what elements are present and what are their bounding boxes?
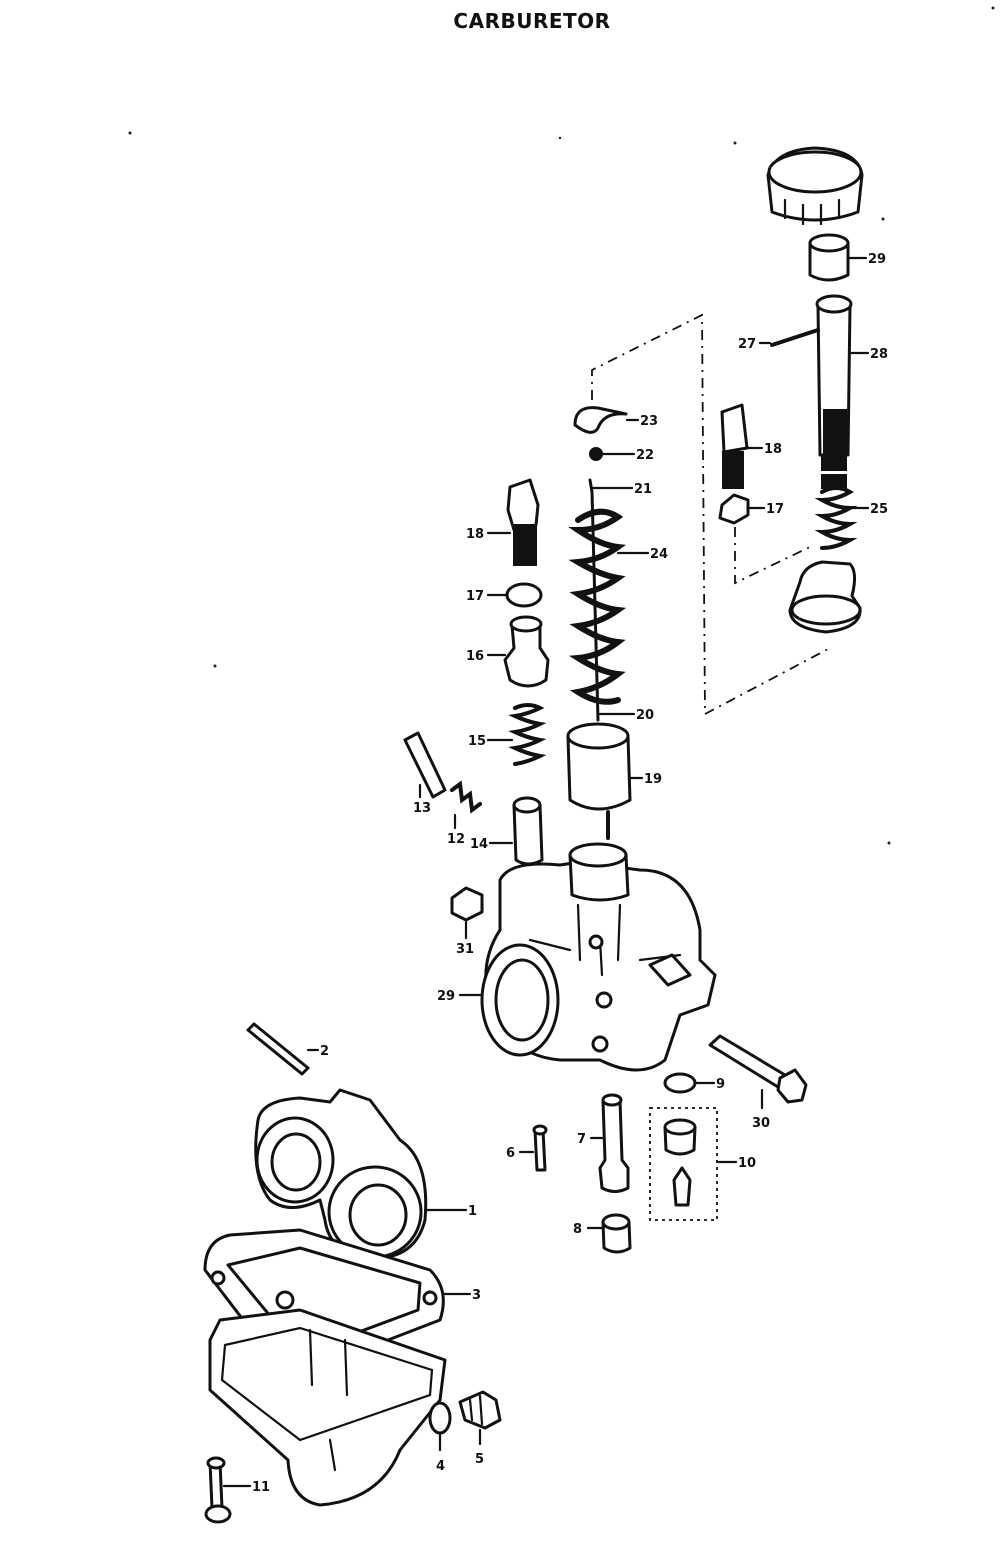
callout-22: 22	[636, 448, 654, 463]
float	[254, 1088, 428, 1260]
callout-17l: 17	[466, 589, 484, 604]
starter-valve	[512, 796, 544, 866]
mixing-chamber-top-cap	[766, 146, 864, 226]
callout-31: 31	[456, 942, 474, 957]
callout-25: 25	[870, 502, 888, 517]
pilot-jet	[532, 1124, 548, 1172]
callout-10: 10	[738, 1156, 756, 1171]
callout-16: 16	[466, 649, 484, 664]
callout-1: 1	[468, 1204, 477, 1219]
callout-7: 7	[577, 1132, 586, 1147]
idle-screw-spring	[508, 703, 547, 766]
callout-21: 21	[634, 482, 652, 497]
jet-needle	[588, 478, 600, 722]
starter-plunger	[815, 294, 853, 489]
pilot-screw	[708, 1034, 808, 1104]
callout-15: 15	[468, 734, 486, 749]
callout-4: 4	[436, 1459, 445, 1474]
lock-nut-right	[718, 493, 750, 525]
callout-23: 23	[640, 414, 658, 429]
throttle-spring	[568, 508, 627, 705]
plunger-cap	[788, 560, 862, 634]
callout-11: 11	[252, 1480, 270, 1495]
callout-9: 9	[716, 1077, 725, 1092]
callout-12: 12	[447, 832, 465, 847]
callout-28: 28	[870, 347, 888, 362]
callout-18r: 18	[764, 442, 782, 457]
callout-8: 8	[573, 1222, 582, 1237]
callout-19: 19	[644, 772, 662, 787]
callout-30: 30	[752, 1116, 770, 1131]
diagram-title: CARBURETOR	[453, 9, 610, 33]
callout-6: 6	[506, 1146, 515, 1161]
callout-14: 14	[470, 837, 488, 852]
throttle-valve	[566, 722, 632, 840]
callout-29a: 29	[868, 252, 886, 267]
adjuster-bolt-right	[720, 403, 749, 489]
cap-cylinder	[808, 233, 850, 282]
needle-clip	[573, 406, 628, 434]
callout-3: 3	[472, 1288, 481, 1303]
bowl-plug-washer	[428, 1401, 452, 1435]
lock-nut-left	[505, 582, 543, 608]
callout-2: 2	[320, 1044, 329, 1059]
needle-retainer	[589, 447, 603, 461]
carburetor-body	[480, 842, 717, 1072]
float-bowl	[208, 1308, 447, 1507]
plunger-pin	[770, 328, 820, 347]
jet-group-box	[649, 1107, 718, 1221]
cable-fitting	[503, 615, 550, 688]
callout-24: 24	[650, 547, 668, 562]
adjuster-bolt-left	[506, 478, 540, 566]
main-jet-assembly	[663, 1118, 697, 1207]
bowl-screw	[204, 1456, 232, 1524]
callout-29: 29	[437, 989, 455, 1004]
callout-20: 20	[636, 708, 654, 723]
callout-13: 13	[413, 801, 431, 816]
air-screw	[403, 731, 447, 799]
callout-27: 27	[738, 337, 756, 352]
assembly-guide-lines	[591, 313, 831, 716]
callout-5: 5	[475, 1452, 484, 1467]
float-pin	[246, 1022, 310, 1076]
washer	[663, 1072, 697, 1094]
callout-17r: 17	[766, 502, 784, 517]
callouts: 29 27 28 23 18 22 21 25 17 18 24 17 16 2…	[222, 252, 888, 1495]
needle-jet	[598, 1093, 630, 1193]
air-screw-spring	[450, 780, 482, 814]
drain-plug	[601, 1213, 632, 1254]
hex-nut	[450, 886, 484, 922]
scan-specks	[128, 6, 995, 845]
bowl-drain-plug	[458, 1390, 502, 1430]
callout-18l: 18	[466, 527, 484, 542]
plunger-spring	[814, 486, 858, 550]
